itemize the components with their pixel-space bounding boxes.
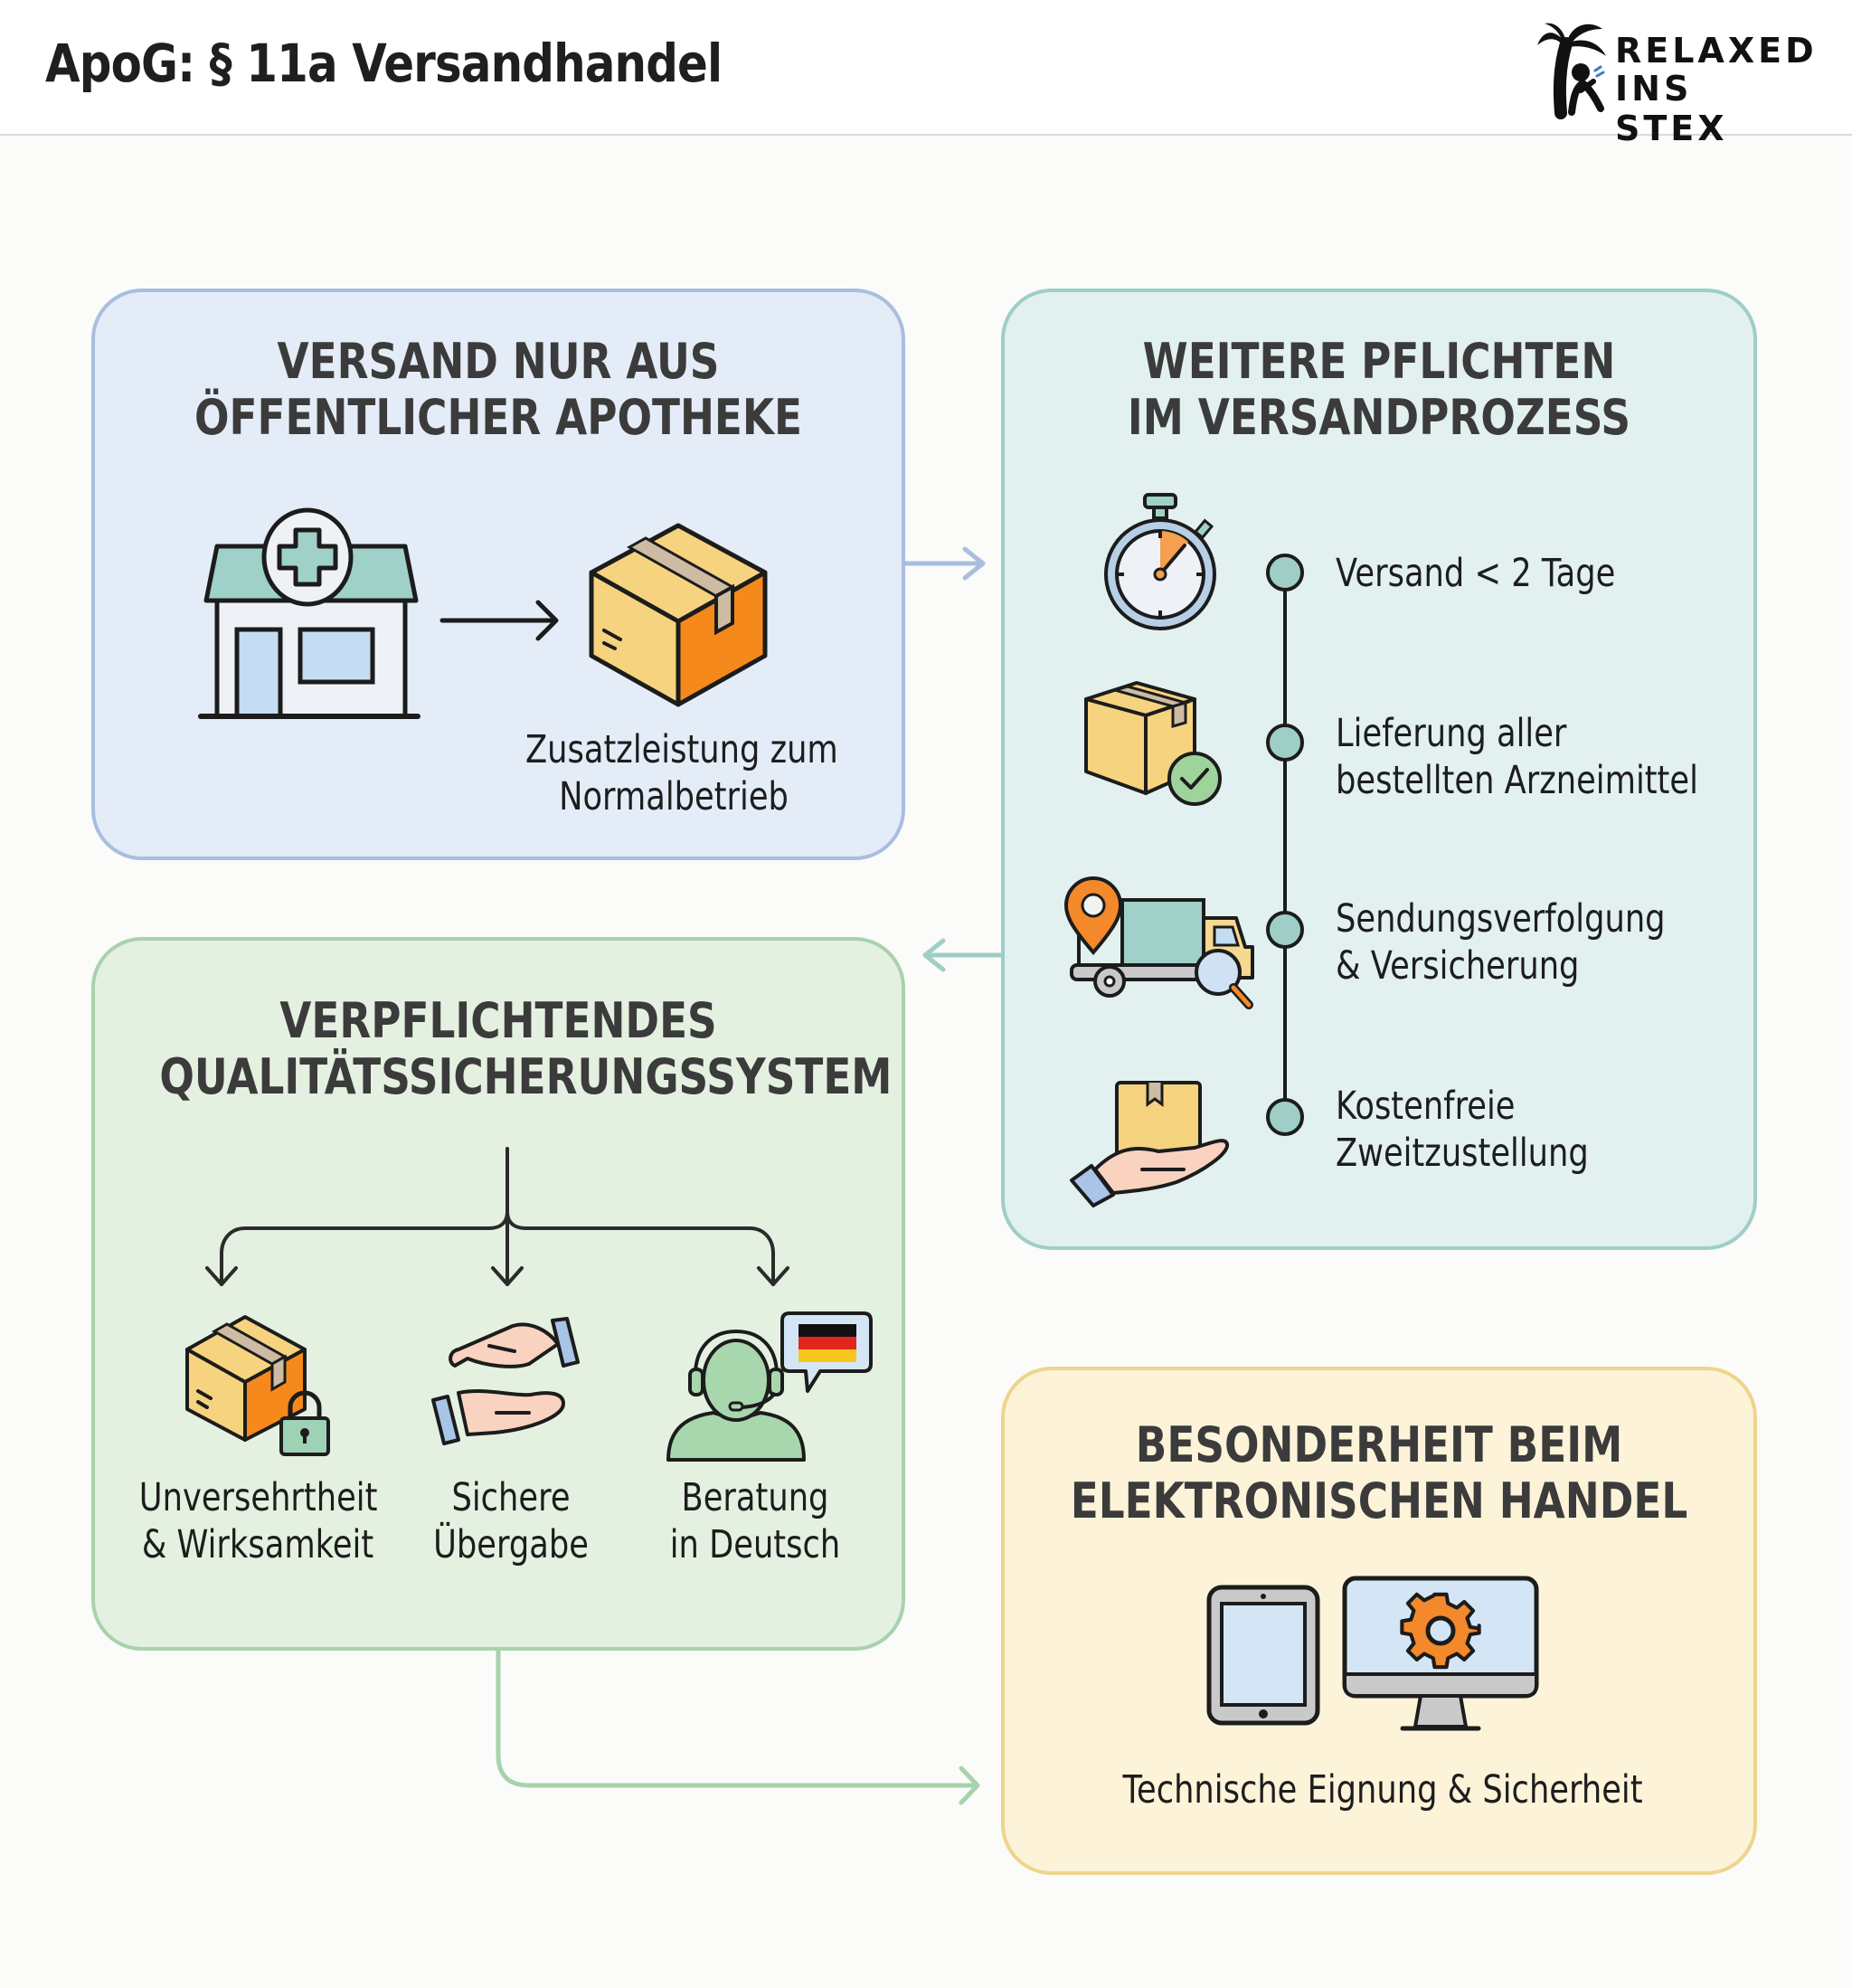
german-support-agent-icon	[666, 1311, 873, 1462]
panel-title: WEITERE PFLICHTEN IM VERSANDPROZESS	[1064, 334, 1694, 446]
title-line: VERPFLICHTENDES	[279, 992, 717, 1049]
label-line: Beratung	[681, 1475, 829, 1520]
title-line: BESONDERHEIT BEIM	[1135, 1416, 1623, 1473]
timeline-dot	[1266, 554, 1304, 592]
hand-package-icon	[1070, 1081, 1229, 1207]
panel-quality-system: VERPFLICHTENDES QUALITÄTSSICHERUNGSSYSTE…	[91, 937, 905, 1651]
label-line: in Deutsch	[669, 1522, 841, 1567]
label-line: Lieferung aller	[1336, 711, 1567, 756]
header: ApoG: § 11a Versandhandel RELAXED INS ST…	[0, 0, 1852, 148]
title-line: WEITERE PFLICHTEN	[1142, 333, 1616, 390]
panel-title: BESONDERHEIT BEIM ELEKTRONISCHEN HANDEL	[1064, 1417, 1694, 1529]
panel-public-pharmacy: VERSAND NUR AUS ÖFFENTLICHER APOTHEKE Zu…	[91, 289, 905, 860]
arrow-right-icon	[439, 600, 559, 641]
panel-title: VERSAND NUR AUS ÖFFENTLICHER APOTHEKE	[159, 334, 836, 446]
timeline-dot	[1266, 724, 1304, 762]
caption-line: Normalbetrieb	[559, 774, 789, 819]
stopwatch-icon	[1104, 493, 1216, 630]
panel-title: VERPFLICHTENDES QUALITÄTSSICHERUNGSSYSTE…	[159, 992, 893, 1105]
ecommerce-caption: Technische Eignung & Sicherheit	[1122, 1767, 1643, 1813]
palm-tree-person-icon	[1537, 23, 1606, 119]
monitor-gear-icon	[1342, 1576, 1539, 1731]
label-line: Unversehrtheit	[138, 1475, 378, 1520]
label-line: Übergabe	[433, 1522, 589, 1567]
timeline-dot	[1266, 1098, 1304, 1136]
title-line: ELEKTRONISCHEN HANDEL	[1070, 1472, 1688, 1529]
title-line: IM VERSANDPROZESS	[1127, 389, 1631, 446]
timeline	[1266, 554, 1304, 1136]
duty-label: Lieferung aller bestellten Arzneimittel	[1336, 710, 1698, 804]
title-line: ÖFFENTLICHER APOTHEKE	[194, 389, 803, 446]
tracking-truck-icon	[1063, 876, 1254, 1009]
pharmacy-building-icon	[198, 507, 420, 719]
label-line: Sichere	[451, 1475, 571, 1520]
quality-label: Sichere Übergabe	[407, 1474, 615, 1568]
page-title: ApoG: § 11a Versandhandel	[45, 33, 723, 94]
duty-label: Sendungsverfolgung & Versicherung	[1336, 895, 1666, 989]
arrow-duties-to-quality	[922, 938, 1004, 972]
pharmacy-caption: Zusatzleistung zum Normalbetrieb	[525, 726, 838, 820]
arrow-quality-to-ecommerce	[496, 1648, 980, 1805]
quality-label: Unversehrtheit & Wirksamkeit	[138, 1474, 378, 1568]
label-line: Zweitzustellung	[1336, 1131, 1589, 1176]
duty-label: Versand < 2 Tage	[1336, 550, 1615, 597]
panel-further-duties: WEITERE PFLICHTEN IM VERSANDPROZESS Vers…	[1001, 289, 1757, 1250]
logo-text-line2: INS STEX	[1615, 69, 1728, 148]
label-line: Versand < 2 Tage	[1336, 551, 1616, 596]
handover-hands-icon	[431, 1317, 580, 1445]
quality-label: Beratung in Deutsch	[651, 1474, 859, 1568]
branch-arrows	[205, 1147, 789, 1286]
logo-text-line1: RELAXED	[1615, 31, 1818, 71]
label-line: & Wirksamkeit	[141, 1522, 374, 1567]
label-line: & Versicherung	[1336, 943, 1580, 989]
tablet-icon	[1206, 1585, 1320, 1726]
duty-label: Kostenfreie Zweitzustellung	[1336, 1083, 1589, 1177]
arrow-pharmacy-to-duties	[902, 546, 986, 581]
title-line: QUALITÄTSSICHERUNGSSYSTEM	[159, 1048, 893, 1105]
package-lock-icon	[185, 1315, 330, 1456]
package-check-icon	[1084, 681, 1222, 806]
label-line: bestellten Arzneimittel	[1336, 758, 1698, 803]
label-line: Kostenfreie	[1336, 1084, 1516, 1129]
timeline-dot	[1266, 911, 1304, 949]
package-box-icon	[589, 523, 768, 707]
title-line: VERSAND NUR AUS	[277, 333, 720, 390]
logo: RELAXED INS STEX	[1535, 18, 1814, 148]
label-line: Sendungsverfolgung	[1336, 896, 1666, 942]
panel-ecommerce: BESONDERHEIT BEIM ELEKTRONISCHEN HANDEL …	[1001, 1367, 1757, 1875]
caption-line: Zusatzleistung zum	[525, 727, 838, 772]
